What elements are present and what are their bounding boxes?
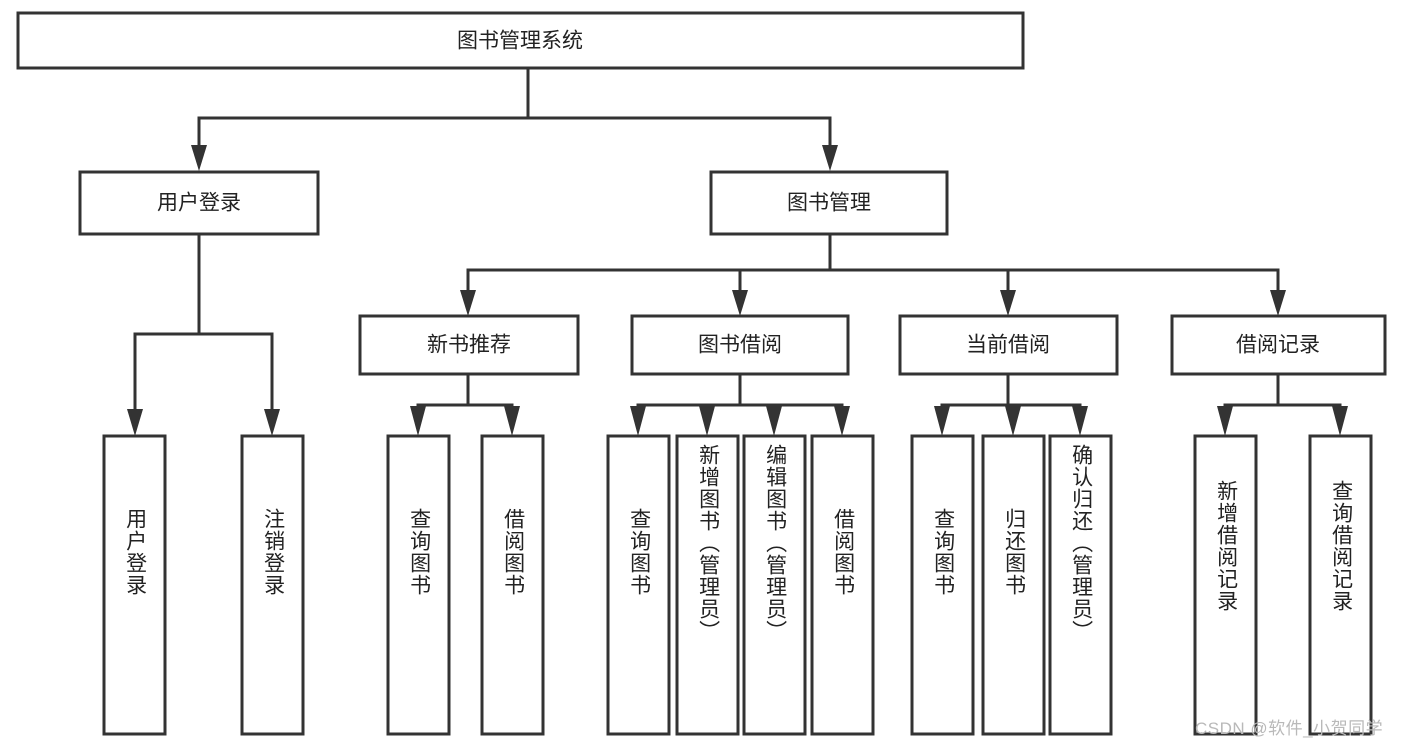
arrow-to-book-borrow: [732, 290, 748, 316]
connector-group-user-login: [127, 233, 280, 436]
arrow-bb-child-2: [766, 406, 782, 436]
arrow-bb-child-0: [630, 406, 646, 436]
node-leaf-bb-1-box[interactable]: [675, 434, 740, 736]
node-leaf-cb-2-box[interactable]: [1048, 434, 1113, 736]
node-leaf-bb-0-box[interactable]: [606, 434, 671, 736]
node-book-borrow-box[interactable]: [630, 314, 850, 376]
node-new-book-recommend-box[interactable]: [358, 314, 580, 376]
node-book-manage-box[interactable]: [709, 170, 949, 236]
node-user-login-box[interactable]: [78, 170, 320, 236]
arrow-cb-child-2: [1072, 406, 1088, 436]
arrow-to-user-login: [191, 145, 207, 171]
node-leaf-bb-2-box[interactable]: [742, 434, 807, 736]
arrow-bb-child-1: [699, 406, 715, 436]
arrow-bb-child-3: [834, 406, 850, 436]
node-book-manage-label: 图书管理: [787, 192, 871, 215]
node-book-borrow-label: 图书借阅: [698, 334, 782, 357]
connector-group-borrow-record: [1217, 373, 1348, 436]
node-borrow-record-box[interactable]: [1170, 314, 1387, 376]
node-leaf-br-1-box[interactable]: [1308, 434, 1373, 736]
node-leaf-nbr-0-box[interactable]: [386, 434, 451, 736]
connector-group-book-manage: [460, 231, 1286, 316]
connector-group-root: [191, 66, 838, 171]
node-leaf-br-0-box[interactable]: [1193, 434, 1258, 736]
node-leaf-cb-1-box[interactable]: [981, 434, 1046, 736]
node-borrow-record-label: 借阅记录: [1236, 334, 1320, 357]
arrow-br-child-0: [1217, 406, 1233, 436]
connector-group-new-book-recommend: [410, 373, 520, 436]
node-user-login-label: 用户登录: [157, 192, 241, 215]
node-current-borrow-label: 当前借阅: [966, 334, 1050, 357]
node-leaf-cb-0-box[interactable]: [910, 434, 975, 736]
node-leaf-bb-3-box[interactable]: [810, 434, 875, 736]
arrow-br-child-1: [1332, 406, 1348, 436]
arrow-user-login-child-0: [127, 409, 143, 436]
node-root-box[interactable]: [16, 11, 1025, 70]
arrow-to-current-borrow: [1000, 290, 1016, 316]
node-new-book-recommend-label: 新书推荐: [427, 334, 511, 357]
arrow-nbr-child-0: [410, 406, 426, 436]
watermark-text: CSDN @软件_小贺同学: [1195, 719, 1384, 738]
node-leaf-user-login-1-box[interactable]: [240, 434, 305, 736]
arrow-to-book-manage: [822, 145, 838, 171]
arrow-to-borrow-record: [1270, 290, 1286, 316]
arrow-cb-child-1: [1005, 406, 1021, 436]
node-leaf-user-login-0-box[interactable]: [102, 434, 167, 736]
connector-group-book-borrow: [630, 373, 850, 436]
arrow-nbr-child-1: [504, 406, 520, 436]
arrow-to-new-book-recommend: [460, 290, 476, 316]
node-root-label: 图书管理系统: [457, 30, 583, 53]
arrow-cb-child-0: [934, 406, 950, 436]
connector-group-current-borrow: [934, 373, 1088, 436]
node-leaf-nbr-1-box[interactable]: [480, 434, 545, 736]
arrow-user-login-child-1: [264, 409, 280, 436]
node-current-borrow-box[interactable]: [898, 314, 1119, 376]
